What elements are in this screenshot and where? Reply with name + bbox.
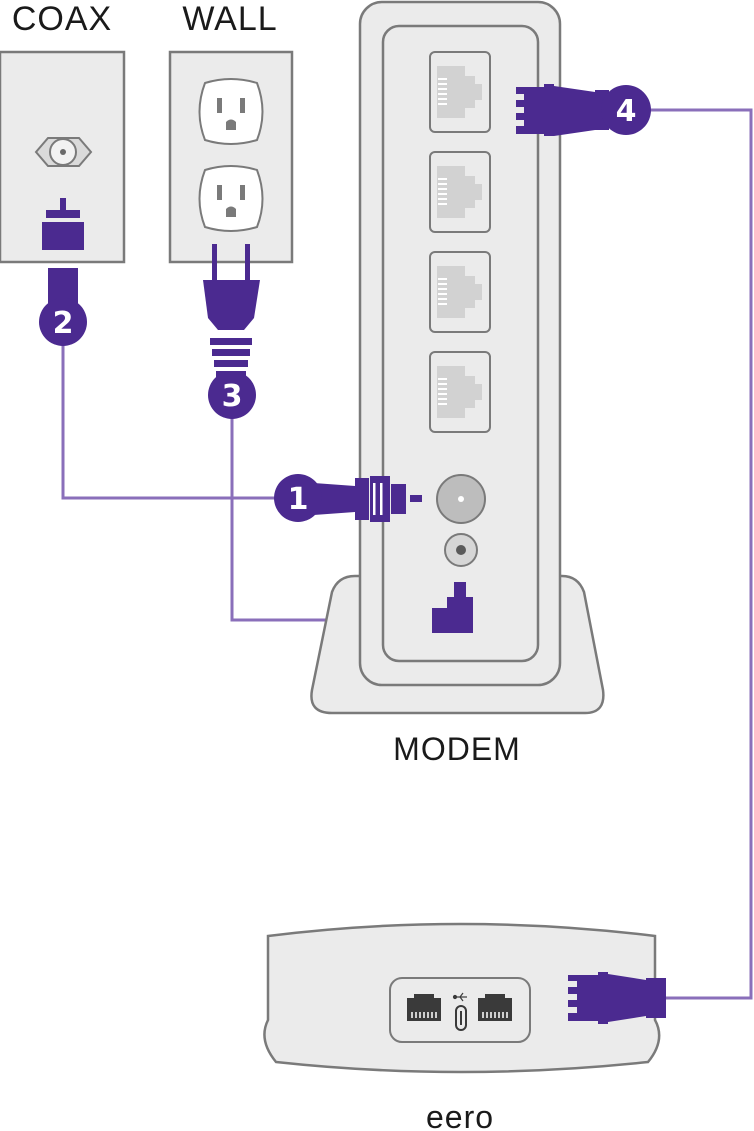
modem-coax-port[interactable] (436, 474, 486, 524)
ethernet-port-icon (437, 266, 482, 318)
modem-ethernet-port-1[interactable] (429, 51, 491, 133)
modem (358, 0, 562, 687)
ethernet-port-icon (437, 166, 482, 218)
coax-label: COAX (12, 0, 112, 38)
wall-label: WALL (182, 0, 277, 38)
eero-ethernet-port-2[interactable] (478, 994, 512, 1021)
ethernet-cable (640, 108, 753, 1000)
eero-ethernet-port-1[interactable] (407, 994, 441, 1021)
step-badge-4: 4 (601, 85, 651, 135)
power-outlet-icon (198, 78, 264, 232)
step-badge-3: 3 (208, 371, 256, 419)
coax-wall-jack-icon (34, 137, 93, 167)
modem-power-connector (432, 582, 473, 633)
step-badge-2: 2 (39, 298, 87, 346)
svg-text:1: 1 (288, 482, 309, 517)
svg-text:4: 4 (616, 94, 637, 129)
eero-ethernet-connector (568, 972, 666, 1024)
ethernet-port-icon (437, 66, 482, 118)
svg-text:2: 2 (53, 306, 74, 341)
modem-ethernet-connector (516, 84, 609, 136)
wall-outlet-plate (168, 50, 294, 378)
modem-ethernet-port-4[interactable] (429, 351, 491, 433)
eero-label: eero (426, 1099, 494, 1131)
eero-usb-c-port[interactable] (452, 992, 468, 1031)
usb-icon (452, 992, 467, 1002)
coax-cable (61, 340, 300, 500)
ethernet-port-icon (437, 366, 482, 418)
modem-ethernet-port-2[interactable] (429, 151, 491, 233)
coax-wall-plate (0, 50, 126, 324)
modem-dc-port[interactable] (444, 533, 478, 567)
power-plug (203, 244, 260, 378)
svg-text:3: 3 (222, 379, 243, 414)
modem-label: MODEM (393, 731, 521, 767)
eero-router (263, 922, 661, 1074)
modem-ethernet-port-3[interactable] (429, 251, 491, 333)
step-badge-1: 1 (274, 474, 322, 522)
